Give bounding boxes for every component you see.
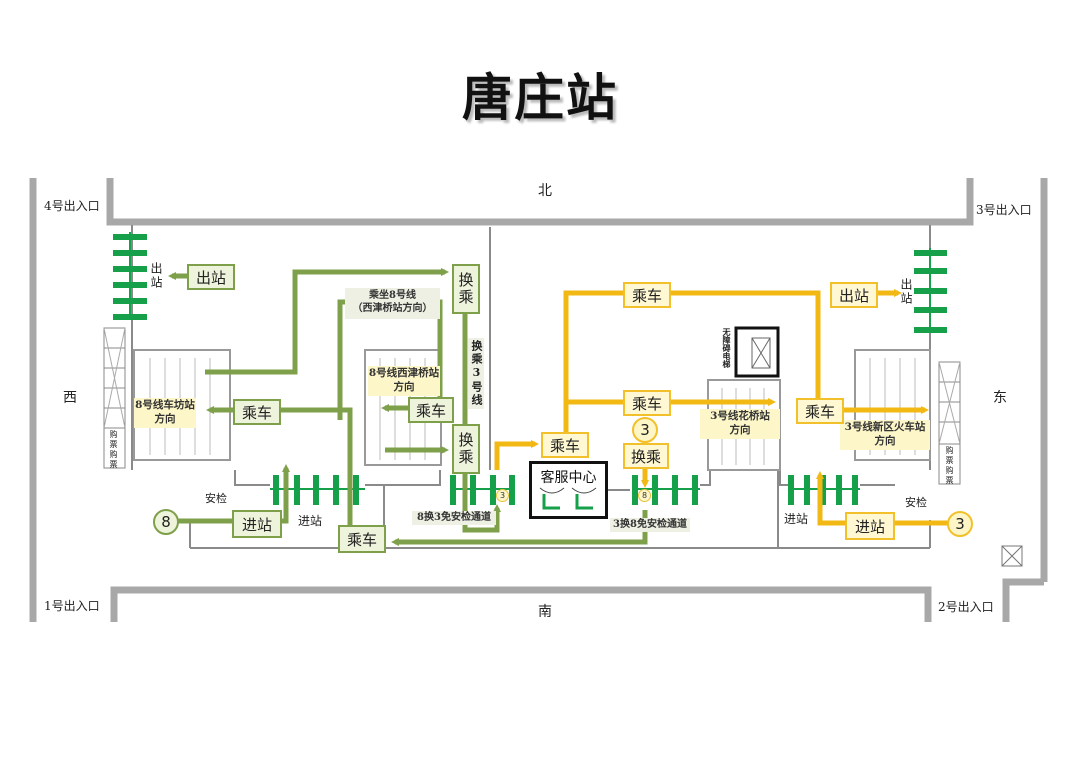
sign-board-line3-mid: 乘车 <box>623 390 671 416</box>
note-8to3-channel: 8换3免安检通道 <box>412 511 496 525</box>
exit2-elevator <box>1001 545 1023 567</box>
accessible-elevator <box>734 326 780 378</box>
ticket-label-west-1: 购票 <box>109 430 118 450</box>
security-west: 安检 <box>205 492 227 505</box>
customer-service-center[interactable]: 客服中心 <box>529 461 608 519</box>
sign-board-line3-east: 乘车 <box>796 398 844 424</box>
compass-south: 南 <box>538 604 552 620</box>
sign-transfer-3to8: 换乘 <box>623 443 669 469</box>
flow-to-transfer <box>205 268 449 375</box>
gate-badge-3: 3 <box>496 489 509 502</box>
sign-board-line3-center: 乘车 <box>541 432 589 458</box>
note-take-line8-line2: （西津桥站方向） <box>352 303 433 314</box>
exit-gates-west <box>113 232 147 320</box>
direction-line3-xinqu: 3号线新区火车站 方向 <box>840 420 930 450</box>
entrance-1-label[interactable]: 1号出入口 <box>44 599 100 613</box>
direction-line8-xijinqiao: 8号线西津桥站 方向 <box>368 366 440 396</box>
elevator-label: 无障碍电梯 <box>722 328 732 368</box>
sign-board-line8-mid: 乘车 <box>408 397 454 423</box>
ticket-label-east-2: 购票 <box>945 466 954 486</box>
ticket-machines-east <box>938 361 961 485</box>
entry-gate-east-label: 进站 <box>784 512 809 526</box>
note-take-line8-line1: 乘坐8号线 <box>369 290 416 301</box>
flow-board-center <box>494 440 539 470</box>
direction-line8-xijinqiao-line2: 方向 <box>393 381 415 393</box>
direction-line8-chefang-line1: 8号线车坊站 <box>135 399 195 411</box>
sign-transfer-mid: 换乘 <box>452 424 480 474</box>
flow-enter-east-up <box>816 471 845 526</box>
exit-gate-west-label: 出站 <box>149 262 163 290</box>
direction-line3-xinqu-line1: 3号线新区火车站 <box>844 421 926 433</box>
gate-badge-8: 8 <box>638 489 651 502</box>
direction-line8-chefang: 8号线车坊站 方向 <box>134 398 196 428</box>
sign-board-line3-top: 乘车 <box>623 282 671 308</box>
station-title: 唐庄站 <box>462 69 618 127</box>
transfer-line3-vertical: 换乘3号线 <box>468 338 484 409</box>
sign-enter-west: 进站 <box>232 510 282 538</box>
flow-board-west-stem <box>279 407 353 525</box>
line3-transfer-badge: 3 <box>632 417 658 443</box>
direction-line3-huaqiao: 3号线花桥站 方向 <box>700 409 780 439</box>
direction-line8-chefang-line2: 方向 <box>154 413 176 425</box>
entry-gates-east <box>788 475 860 505</box>
flow-8to3 <box>462 470 501 533</box>
sign-transfer-top: 换乘 <box>452 264 480 314</box>
entrance-2-label[interactable]: 2号出入口 <box>938 600 994 614</box>
sign-board-line8-south: 乘车 <box>338 525 386 553</box>
sign-exit-west: 出站 <box>187 264 235 290</box>
direction-line3-xinqu-line2: 方向 <box>874 435 896 447</box>
ticket-label-west-2: 购票 <box>109 450 118 470</box>
sign-enter-east: 进站 <box>845 512 895 540</box>
sign-exit-east: 出站 <box>830 282 878 308</box>
compass-west: 西 <box>63 390 77 406</box>
direction-line8-xijinqiao-line1: 8号线西津桥站 <box>368 367 440 379</box>
sign-board-line8-west: 乘车 <box>233 399 281 425</box>
compass-north: 北 <box>538 183 552 199</box>
exit-gate-east-label: 出站 <box>899 278 913 306</box>
line3-badge: 3 <box>947 511 973 537</box>
customer-service-label: 客服中心 <box>540 470 597 486</box>
outer-walls <box>29 178 1048 622</box>
flow-top-loop <box>563 290 821 432</box>
line8-badge: 8 <box>153 509 179 535</box>
service-counter-icon <box>539 487 597 510</box>
note-take-line8: 乘坐8号线 （西津桥站方向） <box>345 288 440 319</box>
security-east: 安检 <box>905 496 927 509</box>
direction-line3-huaqiao-line2: 方向 <box>729 424 751 436</box>
compass-east: 东 <box>993 390 1007 406</box>
entry-gate-west-label: 进站 <box>298 514 323 528</box>
entrance-3-label[interactable]: 3号出入口 <box>976 203 1032 217</box>
direction-line3-huaqiao-line1: 3号线花桥站 <box>710 410 770 422</box>
note-3to8-channel: 3换8免安检通道 <box>610 518 690 532</box>
ticket-machines-west <box>103 327 126 469</box>
ticket-label-east-1: 购票 <box>945 446 954 466</box>
exit-gates-east <box>914 248 947 333</box>
entrance-4-label[interactable]: 4号出入口 <box>44 199 100 213</box>
